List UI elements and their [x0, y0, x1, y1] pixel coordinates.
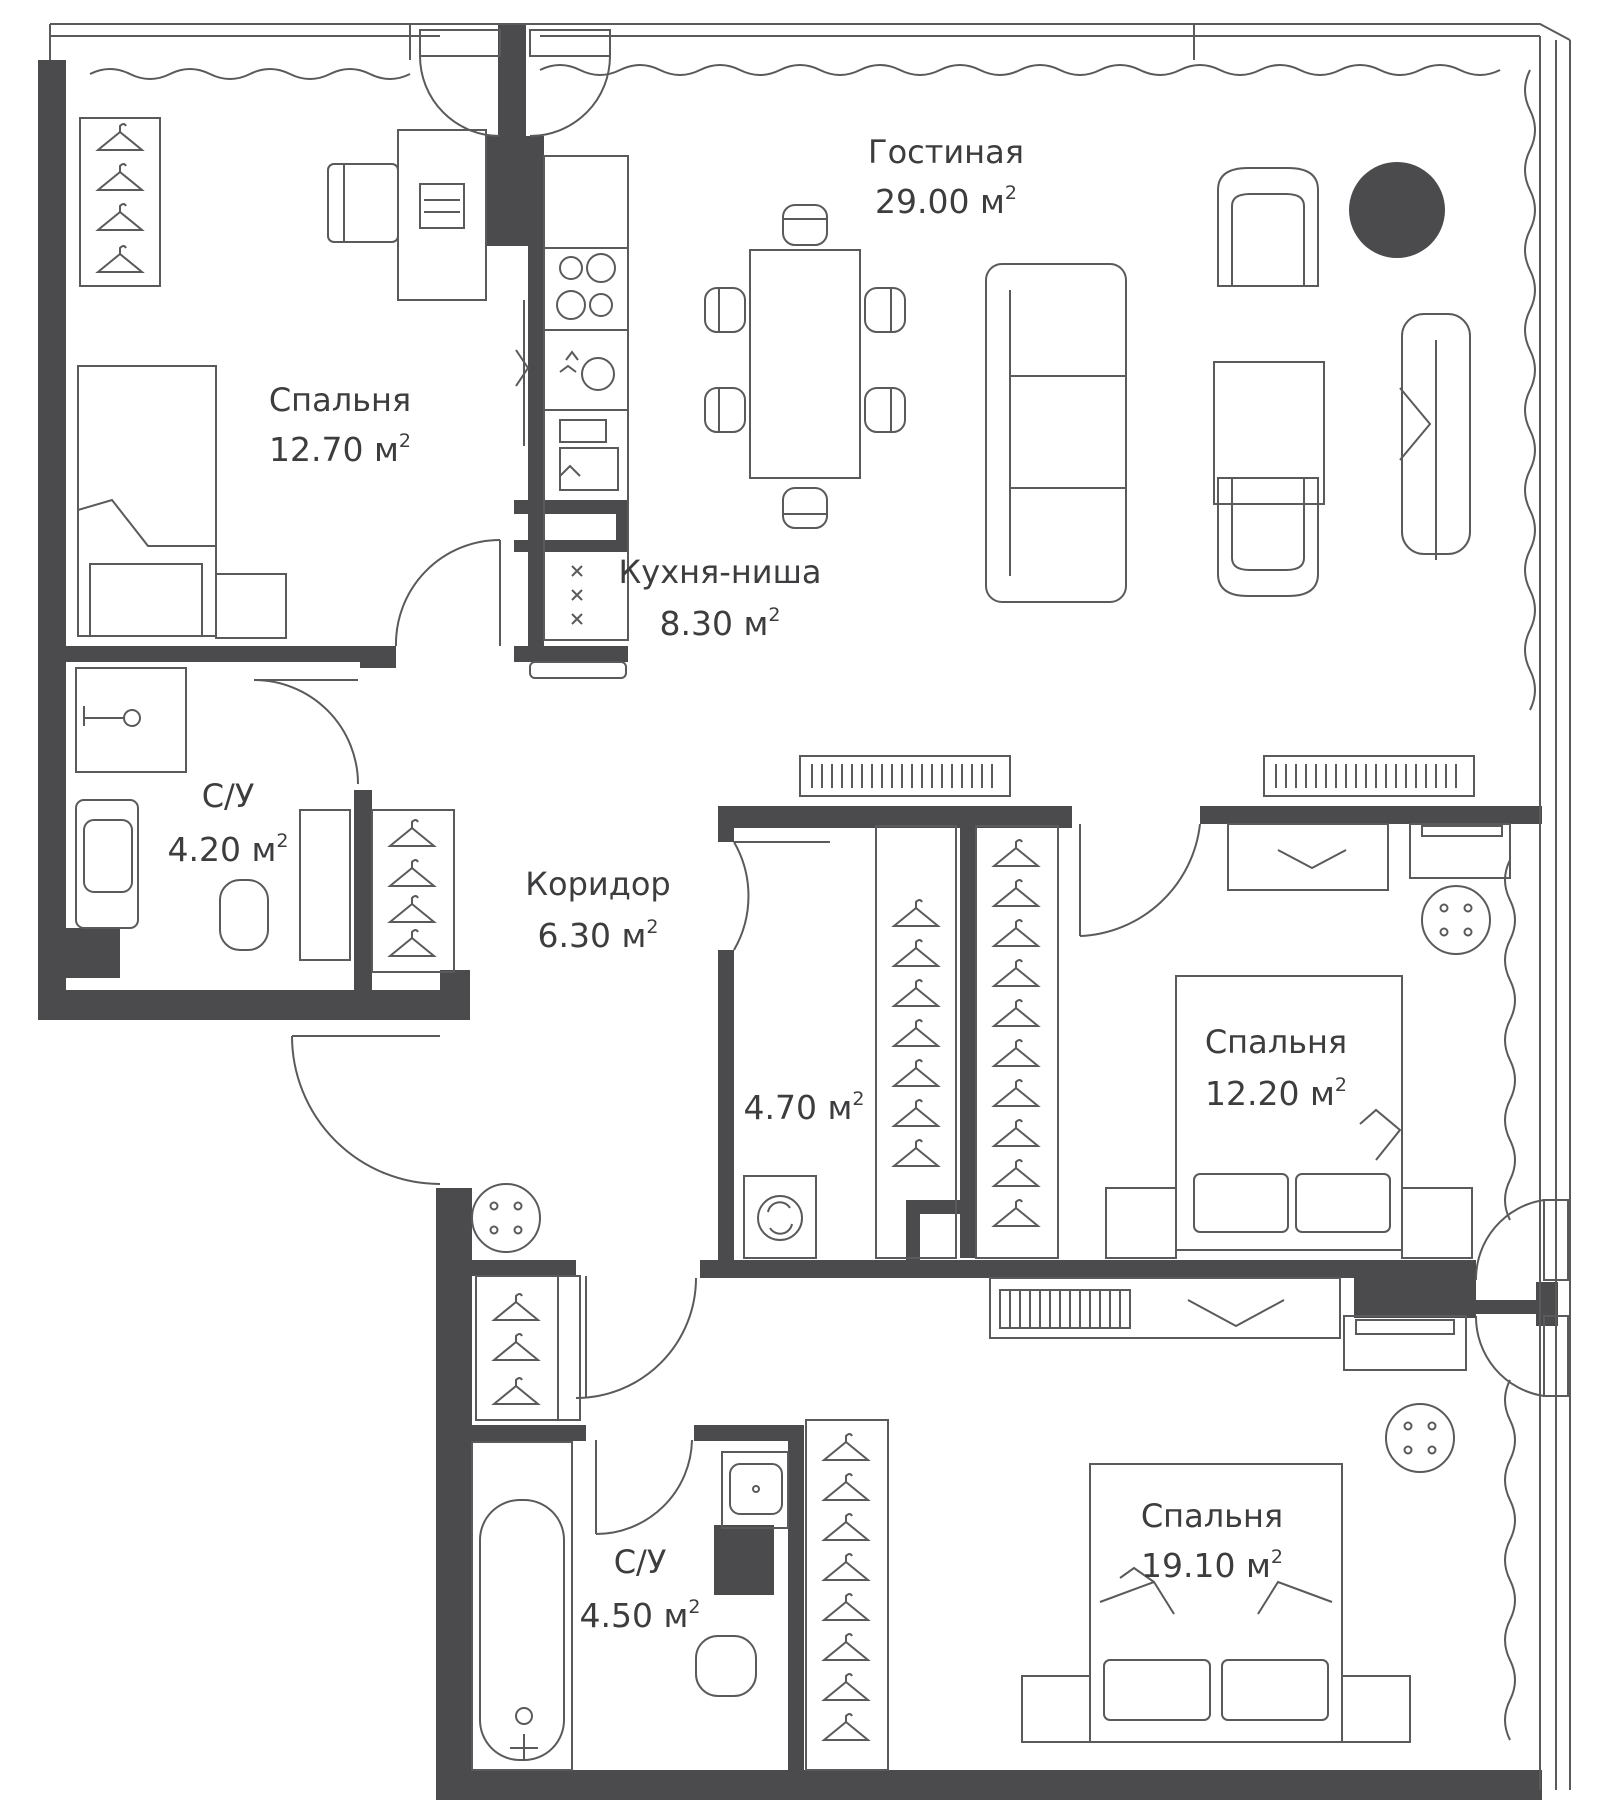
bath-1-furniture [75, 667, 455, 973]
room-area: 29.00 м2 [875, 182, 1017, 221]
room-name: Спальня [268, 381, 412, 419]
exterior-glazing [49, 23, 1571, 1790]
room-area: 4.70 м2 [743, 1088, 865, 1127]
bedroom-1-furniture [77, 117, 487, 639]
room-area: 4.20 м2 [167, 830, 289, 869]
storage-furniture [743, 755, 1059, 1259]
room-name: Гостиная [868, 133, 1024, 171]
kitchen-furniture [515, 155, 629, 679]
room-area: 12.70 м2 [269, 430, 411, 469]
room-name: С/У [613, 1543, 667, 1581]
room-area: 12.20 м2 [1205, 1074, 1347, 1113]
room-name: Коридор [525, 865, 671, 903]
room-name: Спальня [1140, 1497, 1284, 1535]
room-name: Спальня [1204, 1023, 1348, 1061]
room-area: 8.30 м2 [659, 604, 781, 643]
room-name: С/У [201, 777, 255, 815]
living-furniture [704, 167, 1471, 603]
walls [38, 24, 1558, 1800]
bedroom-3-furniture [989, 1277, 1467, 1743]
room-name: Кухня-ниша [618, 553, 822, 591]
bath-2-furniture [471, 1419, 889, 1771]
corridor-furniture [471, 1183, 581, 1421]
room-area: 4.50 м2 [579, 1596, 701, 1635]
floor-lamp-icon [1349, 162, 1445, 258]
room-area: 6.30 м2 [537, 916, 659, 955]
room-area: 19.10 м2 [1141, 1546, 1283, 1585]
doors [253, 539, 1201, 1535]
bedroom-2-furniture [1105, 755, 1511, 1259]
